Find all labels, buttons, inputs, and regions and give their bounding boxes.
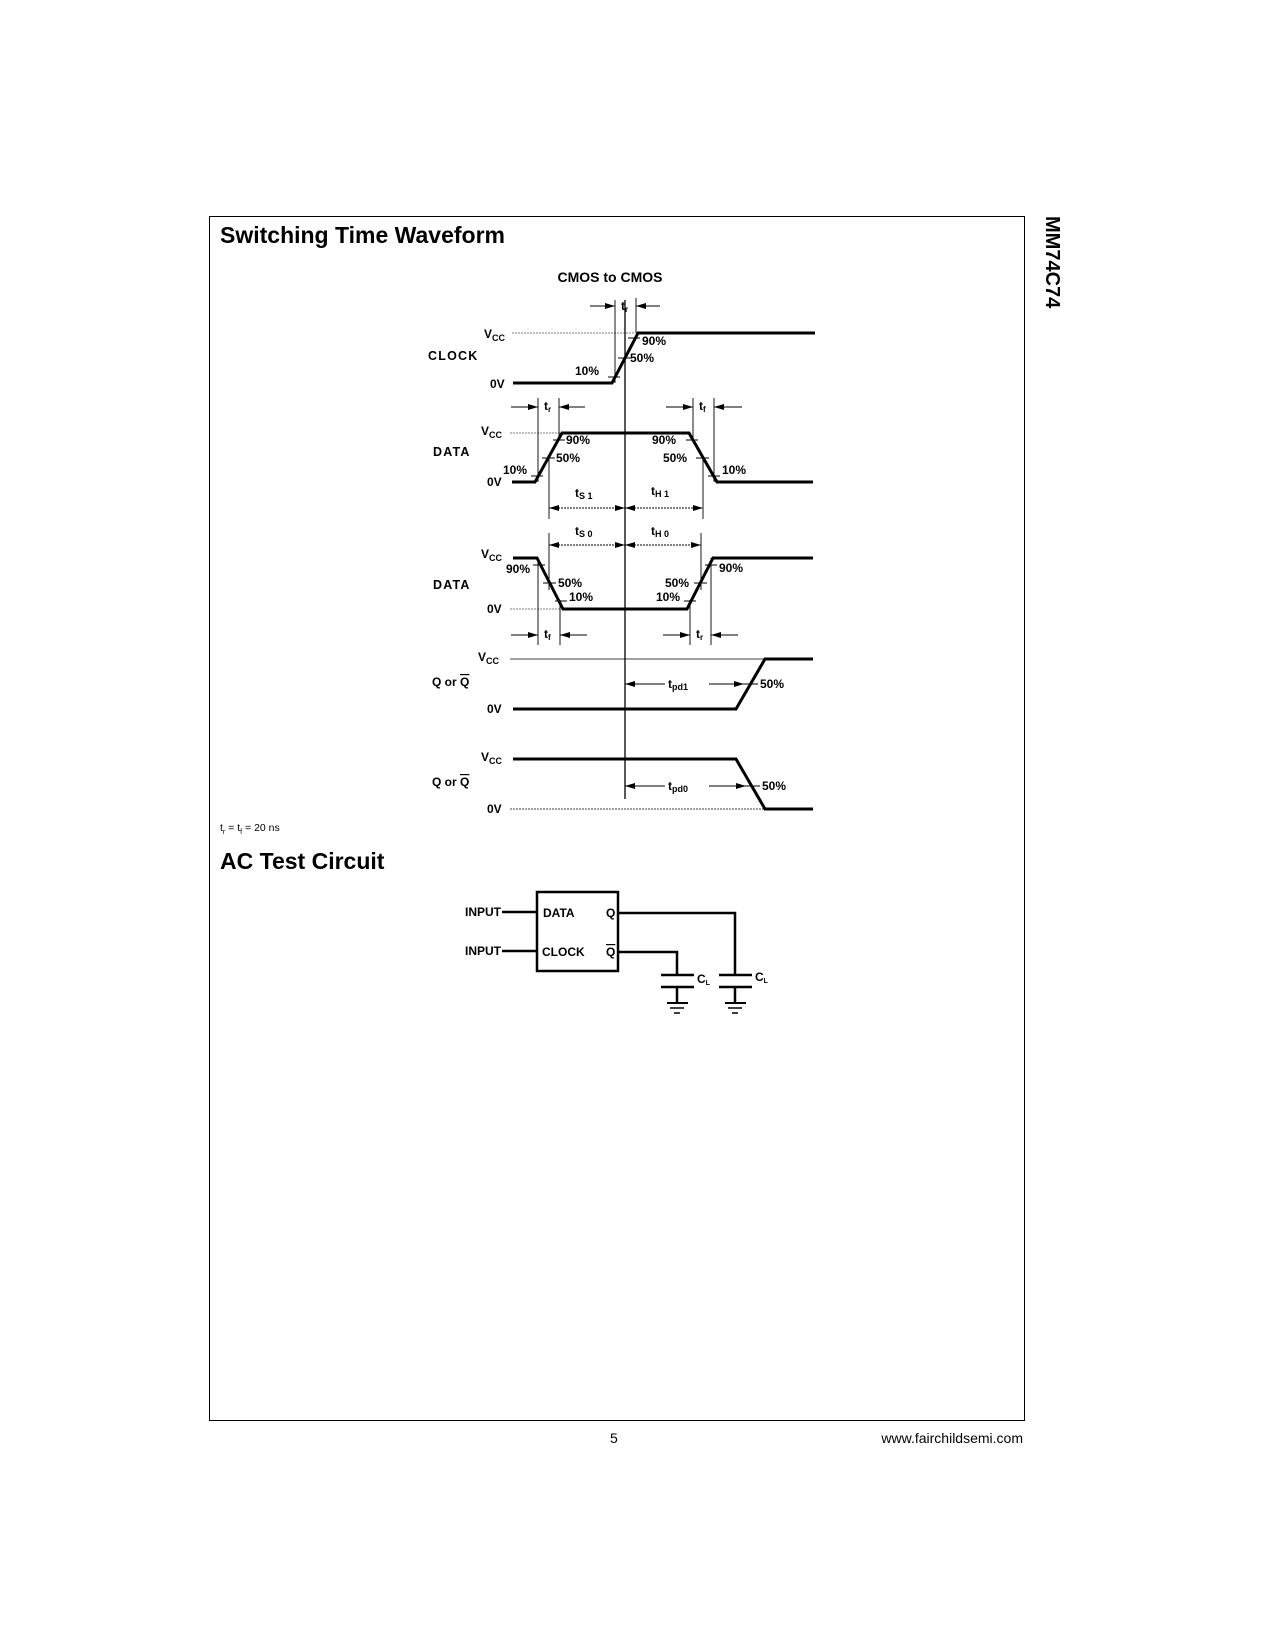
data2-pct-90-rise: 90% xyxy=(719,561,743,575)
data2-tf-label: tf xyxy=(544,627,551,642)
data1-waveform-group: DATA VCC 0V tr tf 10% 50% 90% 90% 50% 10… xyxy=(433,398,813,519)
q1-0v-label: 0V xyxy=(487,702,502,716)
clock-tr-label: tr xyxy=(621,299,628,314)
data1-pct-90-fall: 90% xyxy=(652,433,676,447)
page-number: 5 xyxy=(610,1430,618,1446)
data2-pct-10-rise: 10% xyxy=(656,590,680,604)
data2-signal-label: DATA xyxy=(433,578,471,592)
rise-fall-time-note: tr = tf = 20 ns xyxy=(220,822,280,837)
clock-pct-90: 90% xyxy=(642,334,666,348)
ts0-label: tS 0 xyxy=(575,524,593,539)
th0-label: tH 0 xyxy=(651,524,669,539)
clock-signal-label: CLOCK xyxy=(428,349,478,363)
th1-label: tH 1 xyxy=(651,484,669,499)
data1-pct-90-rise: 90% xyxy=(566,433,590,447)
page-frame xyxy=(209,216,1025,1421)
data1-vcc-label: VCC xyxy=(481,424,503,440)
clock-pct-10: 10% xyxy=(575,364,599,378)
data1-tf-label: tf xyxy=(699,399,706,414)
tpd1-label: tpd1 xyxy=(668,677,688,692)
data2-waveform xyxy=(513,556,813,611)
clock-vcc-label: VCC xyxy=(484,327,506,343)
data1-pct-50-rise: 50% xyxy=(556,451,580,465)
data2-pct-90-fall: 90% xyxy=(506,562,530,576)
data2-tr-label: tr xyxy=(696,627,703,642)
data1-pct-10-rise: 10% xyxy=(503,463,527,477)
q2-0v-label: 0V xyxy=(487,802,502,816)
switching-waveform-diagram: CMOS to CMOS CLOCK VCC 0V tr 90% 50% 10%… xyxy=(428,269,815,816)
data2-vcc-label: VCC xyxy=(481,547,503,563)
data1-pct-10-fall: 10% xyxy=(722,463,746,477)
q2-pct-50: 50% xyxy=(762,779,786,793)
data2-pct-10-fall: 10% xyxy=(569,590,593,604)
data1-0v-label: 0V xyxy=(487,475,502,489)
q2-signal-label: Q or Q xyxy=(432,775,469,789)
clock-waveform-group: CLOCK VCC 0V tr 90% 50% 10% xyxy=(428,298,815,391)
data1-pct-50-fall: 50% xyxy=(663,451,687,465)
data1-waveform xyxy=(512,431,813,484)
data1-tr-label: tr xyxy=(544,399,551,414)
clock-0v-label: 0V xyxy=(490,377,505,391)
q2-waveform xyxy=(513,757,813,811)
data1-signal-label: DATA xyxy=(433,445,471,459)
ts1-label: tS 1 xyxy=(575,486,593,501)
switching-waveform-title: Switching Time Waveform xyxy=(220,222,505,248)
q1-pct-50: 50% xyxy=(760,677,784,691)
tpd0-label: tpd0 xyxy=(668,779,688,794)
website-link[interactable]: www.fairchildsemi.com xyxy=(881,1430,1023,1446)
data2-0v-label: 0V xyxy=(487,602,502,616)
q-rising-waveform-group: Q or Q VCC 0V tpd1 50% xyxy=(432,650,813,716)
data2-pct-50-fall: 50% xyxy=(558,576,582,590)
q1-signal-label: Q or Q xyxy=(432,675,469,689)
q-falling-waveform-group: Q or Q VCC 0V tpd0 50% xyxy=(432,750,813,816)
ac-test-circuit-title: AC Test Circuit xyxy=(220,848,385,874)
data2-waveform-group: tS 0 tH 0 DATA VCC 0V 90% 50% 10% 10% 50… xyxy=(433,524,813,645)
diagram-subtitle: CMOS to CMOS xyxy=(558,269,663,285)
q2-vcc-label: VCC xyxy=(481,750,503,766)
part-number-label: MM74C74 xyxy=(1041,216,1063,309)
clock-pct-50: 50% xyxy=(630,351,654,365)
q1-vcc-label: VCC xyxy=(478,650,500,666)
data2-pct-50-rise: 50% xyxy=(665,576,689,590)
